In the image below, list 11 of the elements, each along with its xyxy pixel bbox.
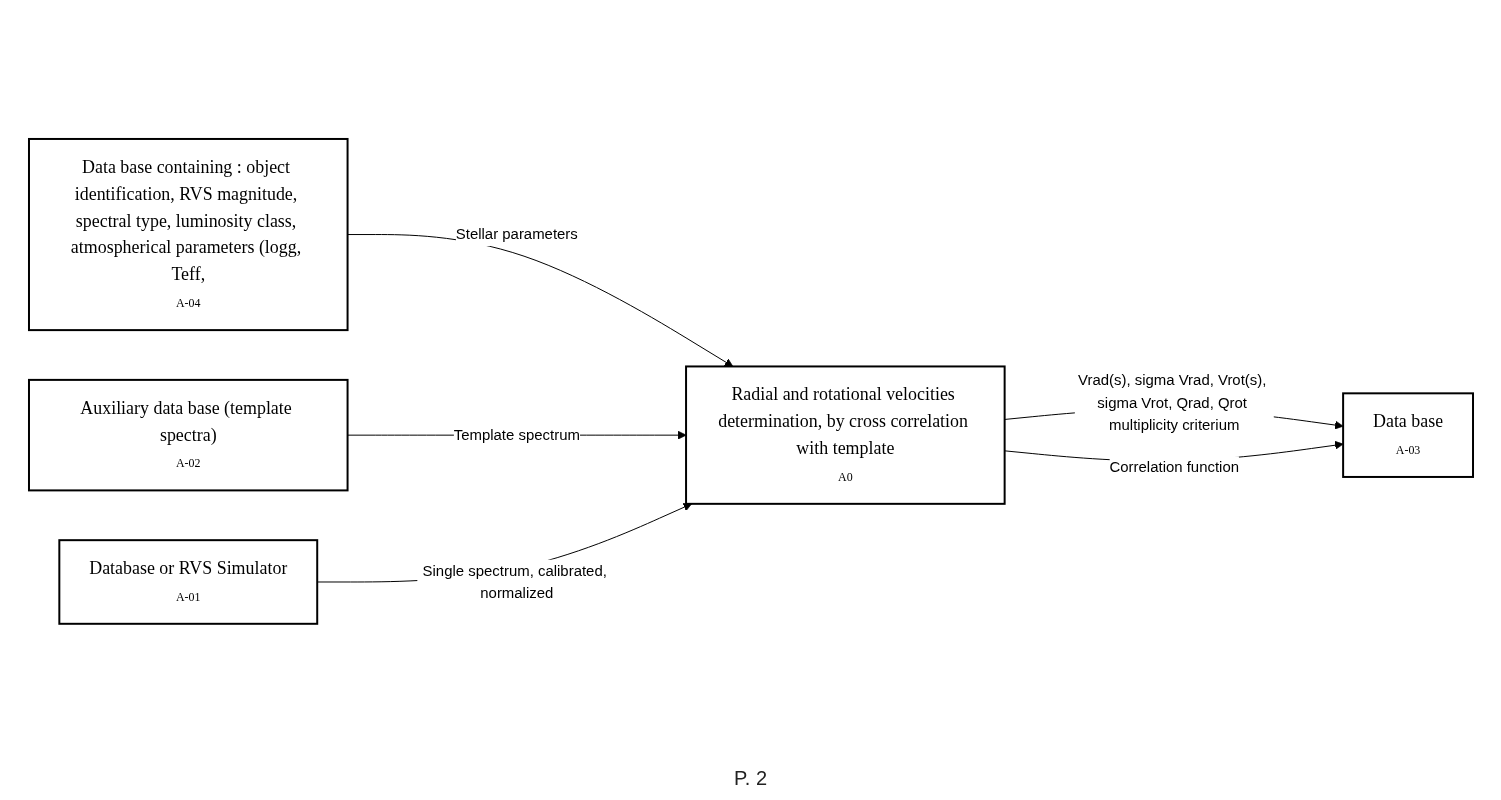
node-box: Data base containing : object identification, RVS magnitude, spectral type, luminosity class, atmospherical parameters (logg, Teff, A-04: [27, 138, 349, 332]
edge-label: Single spectrum, calibrated, normalized: [422, 561, 607, 602]
node-box: Data base A-03: [1341, 392, 1474, 479]
node-box: Database or RVS Simulator A-01: [57, 539, 318, 625]
page-number: P. 2: [734, 767, 767, 790]
node-box: Radial and rotational velocities determination, by cross correlation with template A0: [684, 365, 1006, 505]
edge-label: Correlation function: [1109, 458, 1239, 476]
node-box: Auxiliary data base (template spectra) A-02: [27, 379, 349, 492]
edge-label: Stellar parameters: [455, 225, 578, 243]
edge-label: Template spectrum: [453, 426, 580, 443]
edge-label: Vrad(s), sigma Vrad, Vrot(s), sigma Vrot, Qrad, Qrot multiplicity criterium: [1077, 371, 1266, 434]
